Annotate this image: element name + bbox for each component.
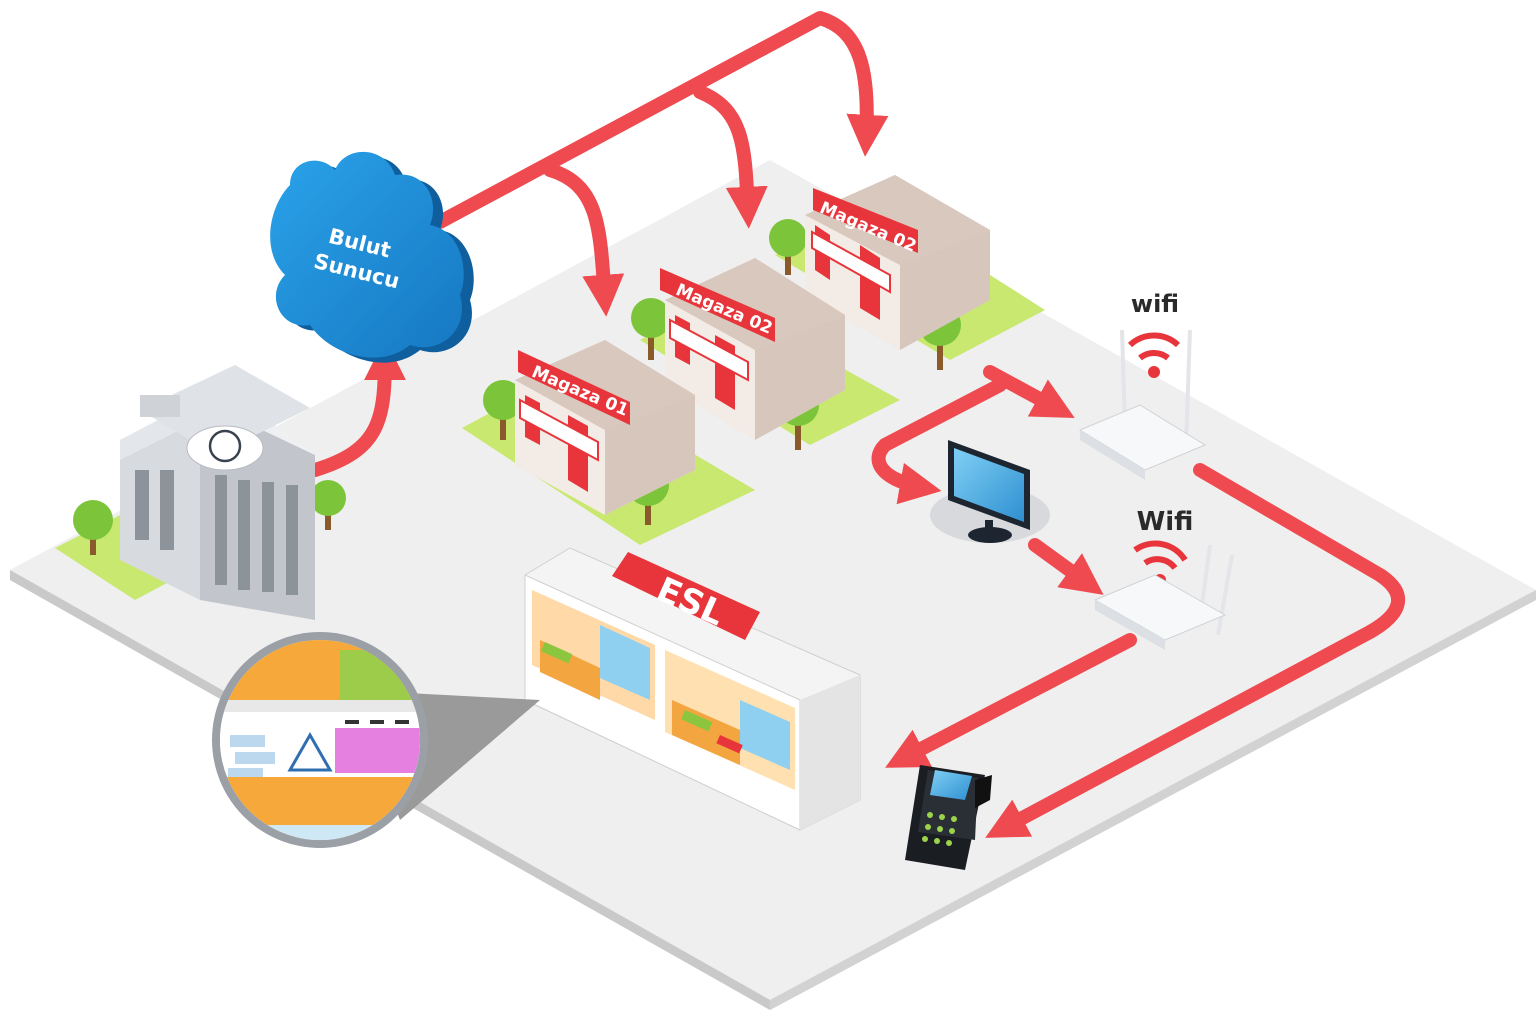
monitor: [930, 440, 1050, 543]
arrow-cloud-trunk: [433, 11, 889, 229]
esl-shelf: ESL: [524, 547, 861, 831]
arrow-to-store-2: [693, 85, 768, 229]
handheld-scanner: [905, 765, 992, 870]
store-3: Magaza 02: [805, 175, 990, 350]
arrow-router2-to-handheld: [885, 633, 1137, 768]
arrow-to-store-1: [543, 163, 625, 317]
store-2: Magaza 02: [660, 258, 845, 440]
wifi-label-2: Wifi: [1137, 507, 1194, 537]
headquarters-building: [120, 365, 315, 620]
cloud-server: Bulut Sunucu: [270, 151, 474, 363]
data-flow-arrows: [308, 11, 1406, 838]
wifi-icon: [1133, 540, 1188, 570]
wifi-label-1: wifi: [1131, 290, 1179, 318]
tree-icon: [73, 500, 113, 555]
tree-icon: [769, 219, 807, 275]
store-1: Magaza 01: [515, 340, 695, 515]
wifi-icon: [1127, 332, 1181, 361]
magnifier-zoom: [212, 632, 540, 848]
shelf-products: [532, 590, 795, 790]
arrow-monitor-to-router: [1028, 538, 1104, 595]
tree-icon: [631, 298, 671, 360]
arrow-store-to-monitor: [871, 378, 1007, 505]
tree-icon: [483, 380, 523, 440]
router-1: wifi: [1078, 290, 1207, 480]
arrow-hq-to-cloud: [308, 338, 406, 477]
tree-icon: [310, 480, 346, 530]
helipad-icon: [208, 429, 242, 463]
router-2: Wifi: [1093, 507, 1234, 650]
arrow-router1-to-handheld: [985, 463, 1406, 838]
